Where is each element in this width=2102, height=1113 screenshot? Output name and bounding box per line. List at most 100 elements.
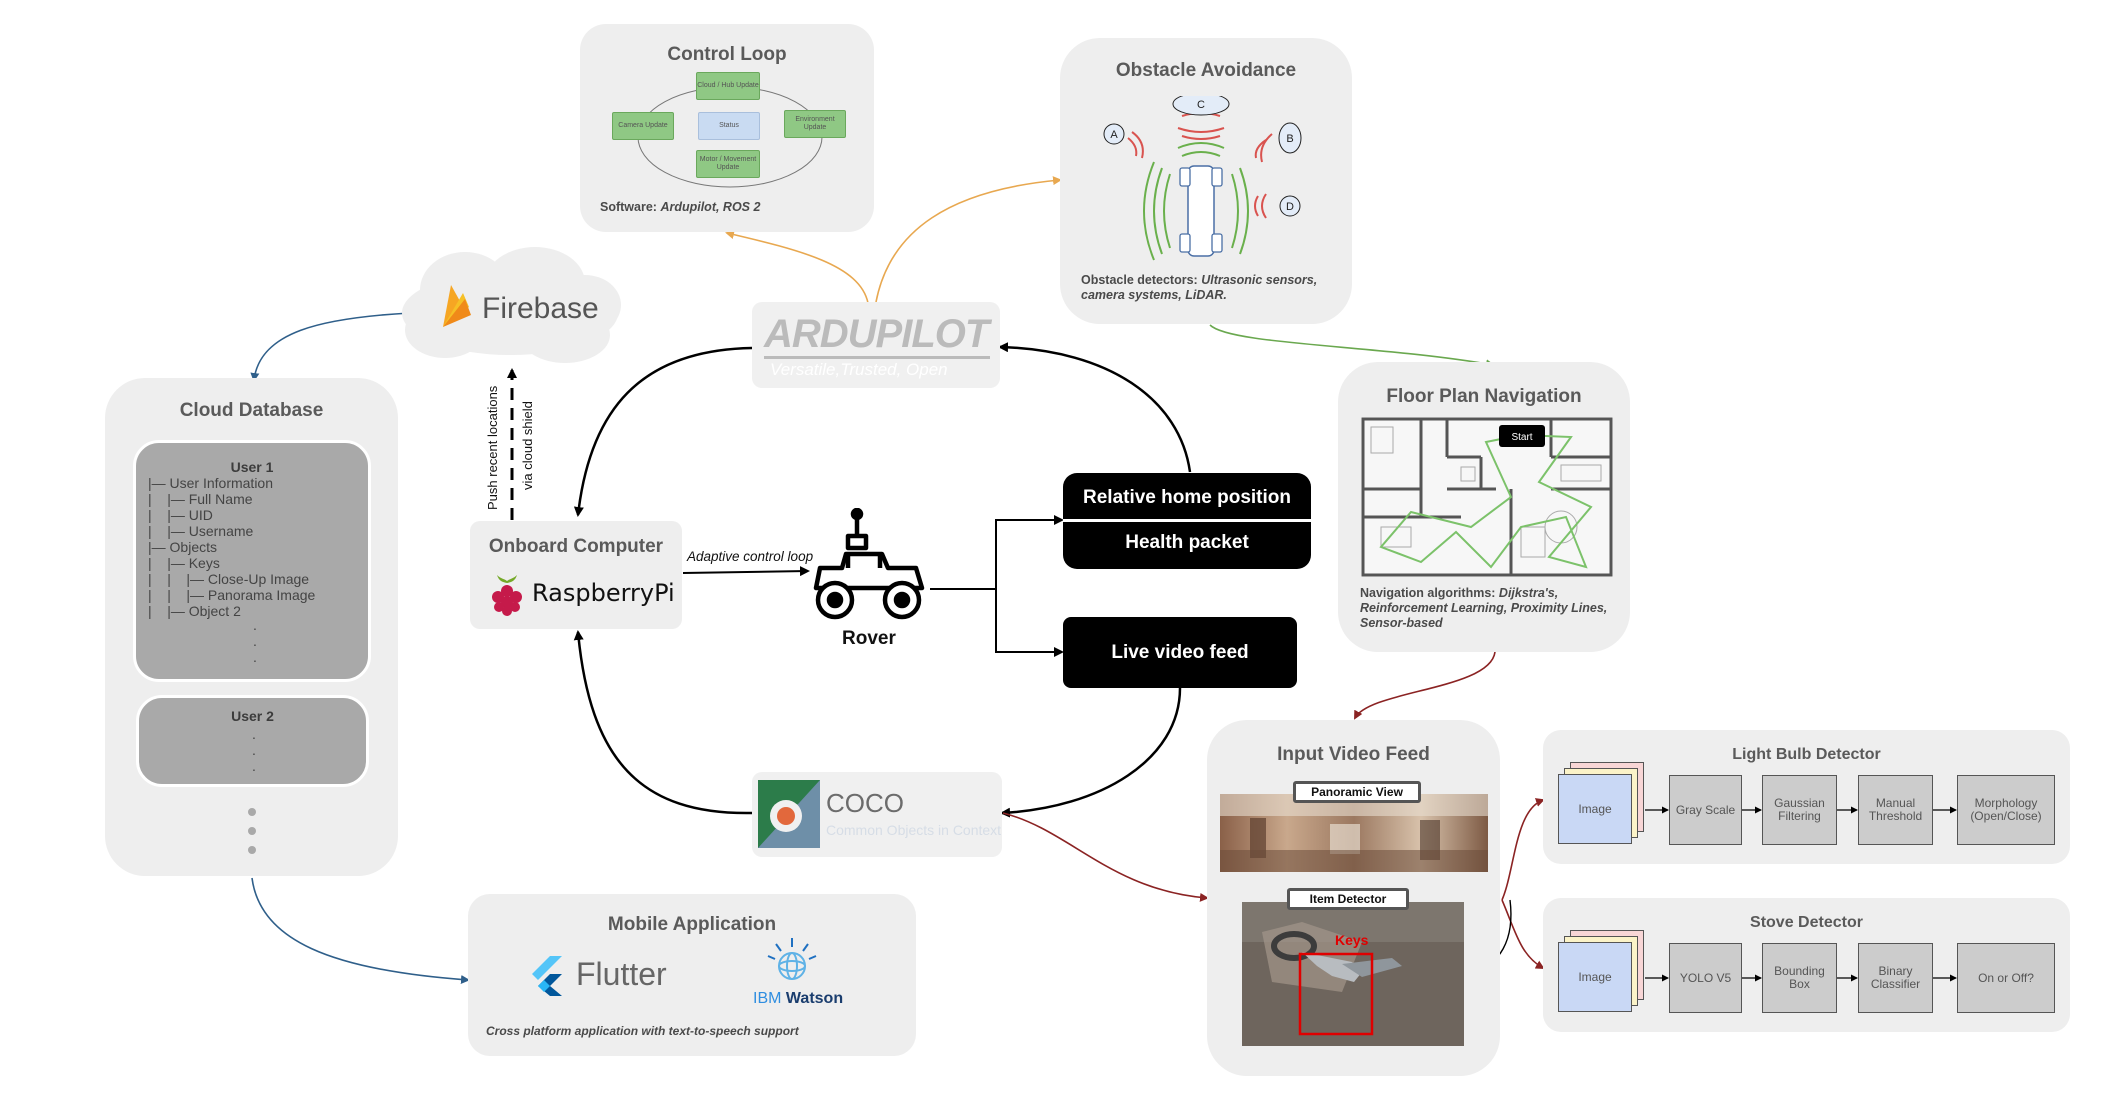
user-2-card: User 2 . . .	[136, 695, 369, 787]
arrow-live-video-to-coco	[1000, 687, 1182, 818]
stove-step-on-off: On or Off?	[1957, 943, 2055, 1013]
sensor-c-label: C	[1197, 99, 1205, 111]
watson-label: Watson	[785, 990, 844, 1007]
ardupilot-name: ARDUPILOT	[764, 312, 989, 356]
ibm-watson-label: IBM Watson	[753, 990, 843, 1008]
adaptive-control-label: Adaptive control loop	[687, 549, 814, 564]
firebase-cloud	[402, 247, 621, 363]
more-users-ellipsis	[248, 808, 256, 854]
node-camera-update: Camera Update	[612, 112, 674, 140]
raspberry-pi-label: RaspberryPi	[532, 579, 675, 607]
flutter-label: Flutter	[576, 956, 667, 992]
coco-icon	[758, 780, 820, 848]
sensor-d: D	[1279, 195, 1301, 217]
node-environment-update: Environment Update	[784, 110, 846, 138]
obstacle-avoidance-title: Obstacle Avoidance	[1115, 60, 1297, 81]
coco-logo: COCO Common Objects in Context	[752, 772, 1002, 857]
light-bulb-step-gaussian: Gaussian Filtering	[1762, 775, 1837, 845]
obstacle-caption-prefix: Obstacle detectors:	[1081, 273, 1198, 287]
light-bulb-title: Light Bulb Detector	[1732, 746, 1881, 763]
panoramic-image	[1220, 794, 1488, 872]
arrow-relative-home-to-ardupilot	[998, 342, 1192, 473]
floor-plan-title: Floor Plan Navigation	[1386, 386, 1582, 407]
obstacle-avoidance-panel: Obstacle Avoidance A	[1060, 38, 1352, 324]
arrow-coco-to-input-video	[1002, 812, 1209, 902]
sensor-b: B	[1278, 122, 1302, 154]
firebase-flame-icon	[443, 285, 471, 327]
light-bulb-flow-arrows	[1645, 806, 1957, 814]
sensor-c: C	[1172, 96, 1230, 116]
stove-panel: Stove Detector Image YOLO V5 Bounding Bo…	[1543, 898, 2070, 1032]
arrow-input-to-stove	[1501, 899, 1545, 969]
onboard-computer-panel: Onboard Computer RaspberryPi	[470, 521, 682, 629]
floor-plan-map: Start	[1361, 417, 1613, 577]
arrow-rover-to-relative-home	[930, 515, 1064, 590]
relative-home-box: Relative home position	[1063, 473, 1311, 519]
car-icon	[1179, 165, 1223, 257]
user-1-tree: |— User Information | |— Full Name | |— …	[148, 475, 316, 619]
keys-label: Keys	[1335, 932, 1369, 948]
arrow-coco-to-onboard	[573, 630, 753, 815]
floor-plan-caption: Navigation algorithms: Dijkstra's, Reinf…	[1360, 586, 1622, 631]
cloud-database-title: Cloud Database	[179, 400, 324, 421]
user-1-dots: . . .	[253, 617, 257, 665]
control-loop-caption-prefix: Software:	[600, 200, 657, 214]
arrow-floorplan-to-input-video	[1354, 651, 1496, 720]
obstacle-diagram: A C B D	[1103, 96, 1302, 261]
floor-plan-caption-items: Dijkstra's, Reinforcement Learning, Prox…	[1360, 586, 1608, 630]
item-detector-label: Item Detector	[1287, 888, 1409, 910]
ibm-watson-icon	[767, 938, 817, 980]
arrow-obstacle-to-floorplan	[1209, 324, 1495, 369]
stove-flow-arrows	[1645, 974, 1957, 982]
cloud-database-panel: Cloud Database User 1 |— User Informatio…	[105, 378, 398, 876]
user-1-title: User 1	[230, 459, 274, 475]
ardupilot-underline	[764, 356, 990, 359]
push-label-line2: via cloud shield	[520, 401, 535, 490]
onboard-computer-title: Onboard Computer	[488, 536, 664, 557]
output-divider	[1063, 519, 1311, 522]
mobile-application-panel: Mobile Application Flutter IBM Watson Cr…	[468, 894, 916, 1056]
floor-plan-start-label: Start	[1511, 432, 1532, 443]
sensor-a-label: A	[1110, 129, 1118, 141]
light-bulb-step-morphology: Morphology (Open/Close)	[1957, 775, 2055, 845]
arrow-ardupilot-to-onboard	[573, 346, 753, 517]
sensor-b-label: B	[1286, 133, 1293, 145]
coco-name: COCO	[826, 788, 904, 818]
control-loop-panel: Control Loop Cloud / Hub Update Camera U…	[580, 24, 874, 232]
arrow-input-to-light-bulb	[1501, 798, 1545, 901]
coco-tagline: Common Objects in Context	[826, 822, 1002, 838]
node-status: Status	[698, 112, 760, 140]
rover-icon	[813, 508, 925, 620]
stove-step-binary-classifier: Binary Classifier	[1858, 943, 1933, 1013]
sensor-d-label: D	[1286, 201, 1294, 213]
user-2-title: User 2	[231, 708, 274, 724]
user-1-card: User 1 |— User Information | |— Full Nam…	[133, 440, 371, 682]
light-bulb-step-threshold: Manual Threshold	[1858, 775, 1933, 845]
control-loop-caption-items: Ardupilot, ROS 2	[660, 200, 761, 214]
stove-step-bounding-box: Bounding Box	[1762, 943, 1837, 1013]
flutter-icon	[532, 956, 562, 996]
input-video-title: Input Video Feed	[1277, 744, 1430, 765]
light-bulb-step-image: Image	[1558, 774, 1632, 844]
arrow-ardupilot-to-control-loop	[725, 230, 869, 304]
rover-label: Rover	[842, 628, 896, 649]
firebase-label: Firebase	[482, 292, 599, 325]
sensor-a: A	[1103, 123, 1125, 145]
arrow-onboard-to-rover	[682, 566, 810, 577]
ardupilot-logo: ARDUPILOT Versatile,Trusted, Open	[752, 302, 1000, 388]
panoramic-view-label: Panoramic View	[1293, 781, 1421, 803]
light-bulb-panel: Light Bulb Detector Image Gray Scale Gau…	[1543, 730, 2070, 864]
obstacle-caption-items: Ultrasonic sensors, camera systems, LiDA…	[1081, 273, 1318, 302]
stove-step-image: Image	[1558, 942, 1632, 1012]
user-2-dots: . . .	[252, 726, 256, 774]
mobile-caption-text: Cross platform application with text-to-…	[486, 1024, 799, 1038]
node-cloud-update: Cloud / Hub Update	[696, 72, 760, 100]
stove-step-yolo: YOLO V5	[1669, 943, 1742, 1013]
input-video-panel: Input Video Feed Panoramic View Keys Ite…	[1207, 720, 1500, 1076]
floor-plan-caption-prefix: Navigation algorithms:	[1360, 586, 1496, 600]
arrow-ardupilot-to-obstacle	[875, 176, 1062, 303]
control-loop-title: Control Loop	[667, 44, 787, 65]
ibm-label: IBM	[753, 990, 782, 1007]
raspberry-pi-icon	[492, 575, 522, 616]
arrow-firebase-to-cloud-db	[250, 312, 411, 382]
